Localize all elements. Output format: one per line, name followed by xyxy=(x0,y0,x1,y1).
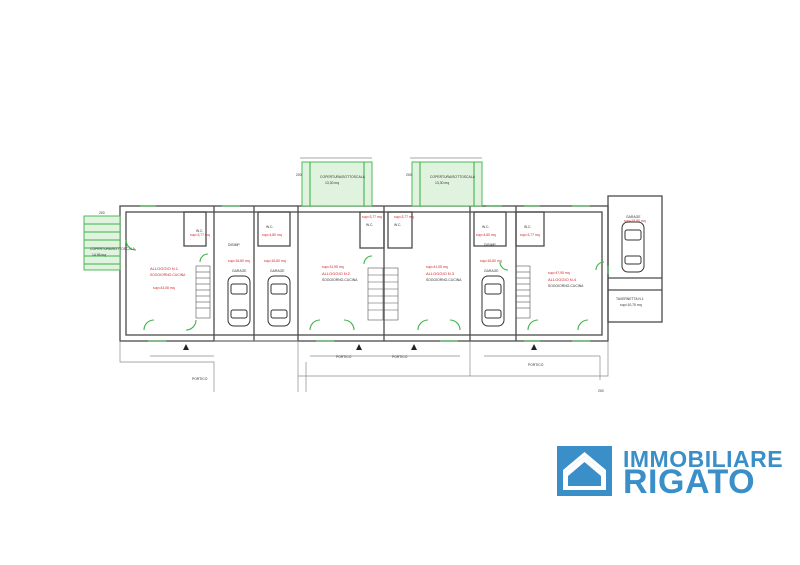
small-area-5: sup=4,60 mq xyxy=(476,233,496,237)
disimp-label: DISIMP. xyxy=(484,243,496,247)
car-icon xyxy=(267,275,291,327)
unit-3-name: ALLOGGIO N.3 xyxy=(426,271,455,276)
portico-label: PORTICO xyxy=(528,363,544,367)
dim-label: 200 xyxy=(99,211,105,215)
garage-2-area: sup=16,80 mq xyxy=(264,259,286,263)
terrace-top-1-area: 13,30 mq xyxy=(325,181,339,185)
wc-label: W.C. xyxy=(524,225,531,229)
entrance-arrow-icon xyxy=(183,344,189,350)
terrace-left-label: COPERTURA/SOTTOSCALA xyxy=(90,247,136,251)
dim-label: 200 xyxy=(296,173,302,177)
terrace-top-1-label: COPERTURA/SOTTOSCALA xyxy=(320,175,366,179)
room-labels: ALLOGGIO N.1 SOGGIORNO-CUCINA sup=43,08 … xyxy=(150,215,646,381)
car-icon xyxy=(481,275,505,327)
small-area-4: sup=3,77 mq xyxy=(394,215,414,219)
terrace-left: COPERTURA/SOTTOSCALA 14,96 mq xyxy=(83,215,136,271)
unit-1-sub: SOGGIORNO-CUCINA xyxy=(150,273,186,277)
disimp-label: DISIMP. xyxy=(228,243,240,247)
portico-label: PORTICO xyxy=(336,355,352,359)
unit-1-name: ALLOGGIO N.1 xyxy=(150,266,179,271)
unit-2-area: sup=31,95 mq xyxy=(322,265,344,269)
wc-label: W.C. xyxy=(394,223,401,227)
unit-4-area: sup=47,95 mq xyxy=(548,271,570,275)
dim-label: 200 xyxy=(406,173,412,177)
wc-label: W.C. xyxy=(266,225,273,229)
unit-4-sub: SOGGIORNO-CUCINA xyxy=(548,284,584,288)
car-icon xyxy=(227,275,251,327)
windows xyxy=(125,205,609,342)
entrance-arrow-icon xyxy=(531,344,537,350)
garage-1-area: sup=16,80 mq xyxy=(228,259,250,263)
house-logo-icon xyxy=(557,446,612,496)
entrance-arrow-icon xyxy=(411,344,417,350)
brand-line-2: RIGATO xyxy=(623,463,756,501)
unit-3-area: sup=41,05 mq xyxy=(426,265,448,269)
portico-label: PORTICO xyxy=(192,377,208,381)
taverna-label: TAVERNETTA N.1 xyxy=(616,297,644,301)
wc-label: W.C. xyxy=(366,223,373,227)
taverna-area: sup=10,75 mq xyxy=(620,303,642,307)
entrance-arrow-icon xyxy=(356,344,362,350)
car-icon xyxy=(621,221,645,273)
unit-2-name: ALLOGGIO N.2 xyxy=(322,271,351,276)
unit-1-area: sup=43,08 mq xyxy=(153,286,175,290)
unit-3-sub: SOGGIORNO-CUCINA xyxy=(426,278,462,282)
small-area-1: sup=3,77 mq xyxy=(190,233,210,237)
small-area-2: sup=4,80 mq xyxy=(262,233,282,237)
brand-line-1: IMMOBILIARE xyxy=(623,446,784,472)
portico-label: PORTICO xyxy=(392,355,408,359)
small-area-6: sup=3,77 mq xyxy=(520,233,540,237)
dimensions: 200 200 200 200 xyxy=(99,157,604,393)
brand-logo: IMMOBILIARE RIGATO xyxy=(557,446,783,501)
terrace-top-1: COPERTURA/SOTTOSCALA 13,30 mq xyxy=(301,161,373,207)
staircases xyxy=(195,265,531,321)
unit-2-sub: SOGGIORNO-CUCINA xyxy=(322,278,358,282)
wc-label: W.C. xyxy=(482,225,489,229)
garage-4-area: sup=18,80 mq xyxy=(624,219,646,223)
wc-label: W.C. xyxy=(196,229,203,233)
unit-4-name: ALLOGGIO N.4 xyxy=(548,277,577,282)
dim-label: 200 xyxy=(598,389,604,393)
garage-1-label: GARAGE xyxy=(232,269,247,273)
terrace-top-2-label: COPERTURA/SOTTOSCALA xyxy=(430,175,476,179)
garage-3-area: sup=16,80 mq xyxy=(480,259,502,263)
terrace-top-2-area: 13,30 mq xyxy=(435,181,449,185)
terrace-left-area: 14,96 mq xyxy=(92,253,106,257)
terrace-top-2: COPERTURA/SOTTOSCALA 13,30 mq xyxy=(411,161,483,207)
cars xyxy=(227,221,645,327)
garage-4-label: GARAGE xyxy=(626,215,641,219)
building-walls xyxy=(119,195,663,392)
garage-2-label: GARAGE xyxy=(270,269,285,273)
entrances xyxy=(183,344,537,350)
garage-right-block xyxy=(607,195,663,323)
garage-3-label: GARAGE xyxy=(484,269,499,273)
small-area-3: sup=3,77 mq xyxy=(362,215,382,219)
